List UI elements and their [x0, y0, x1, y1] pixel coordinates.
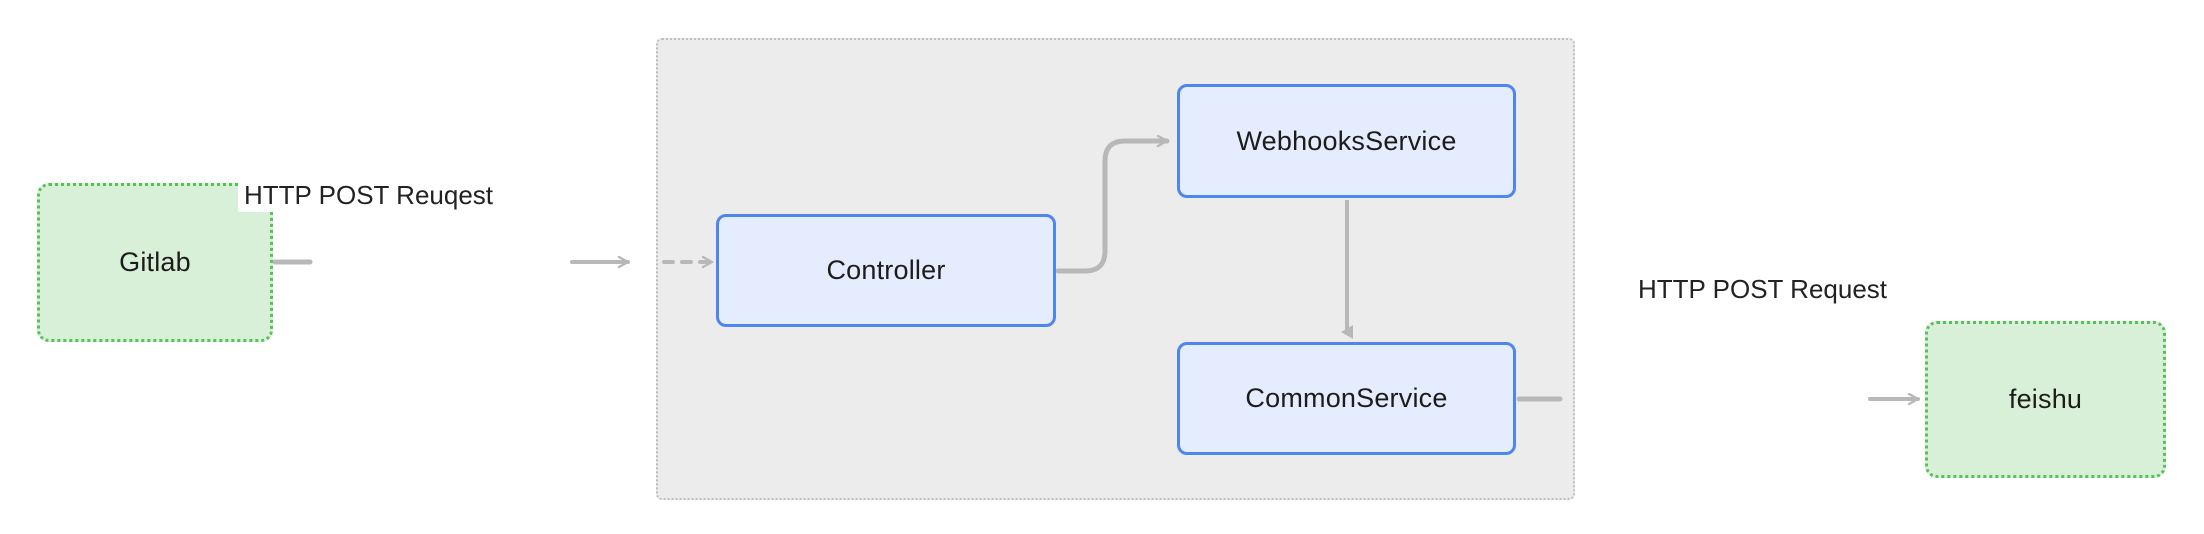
edge-label-gitlab-to-controller: HTTP POST Reuqest	[238, 178, 500, 212]
node-feishu-label: feishu	[2008, 384, 2083, 414]
node-webhooksservice[interactable]: WebhooksService	[1177, 84, 1516, 198]
node-commonservice[interactable]: CommonService	[1177, 342, 1516, 455]
node-webhooksservice-label: WebhooksService	[1236, 125, 1457, 156]
node-feishu[interactable]: feishu	[1925, 321, 2166, 478]
node-gitlab[interactable]: Gitlab	[37, 183, 273, 342]
node-commonservice-label: CommonService	[1245, 383, 1448, 413]
edge-label-commonservice-to-feishu: HTTP POST Request	[1632, 272, 1894, 306]
node-controller-label: Controller	[826, 255, 946, 285]
node-controller[interactable]: Controller	[716, 214, 1056, 327]
node-gitlab-label: Gitlab	[119, 247, 191, 277]
